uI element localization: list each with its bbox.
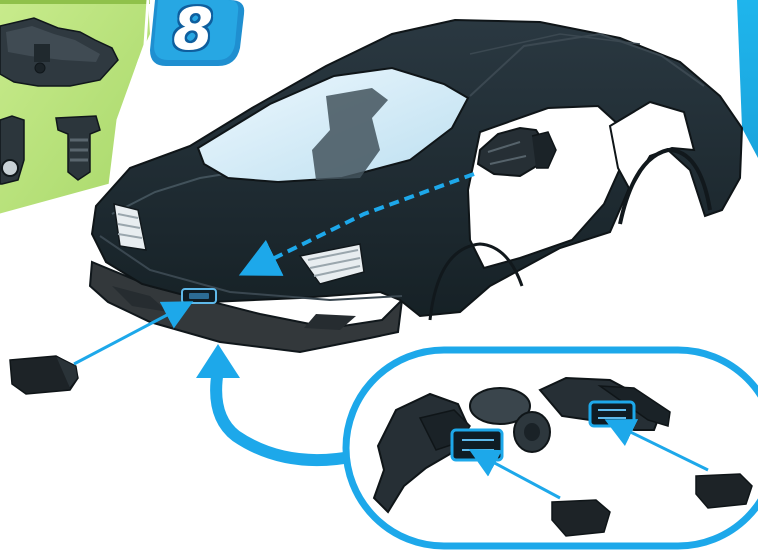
part-cap-left (10, 356, 78, 394)
part-clip-left (0, 116, 24, 184)
step-number: 8 (150, 0, 236, 64)
inset-callout (346, 350, 758, 546)
